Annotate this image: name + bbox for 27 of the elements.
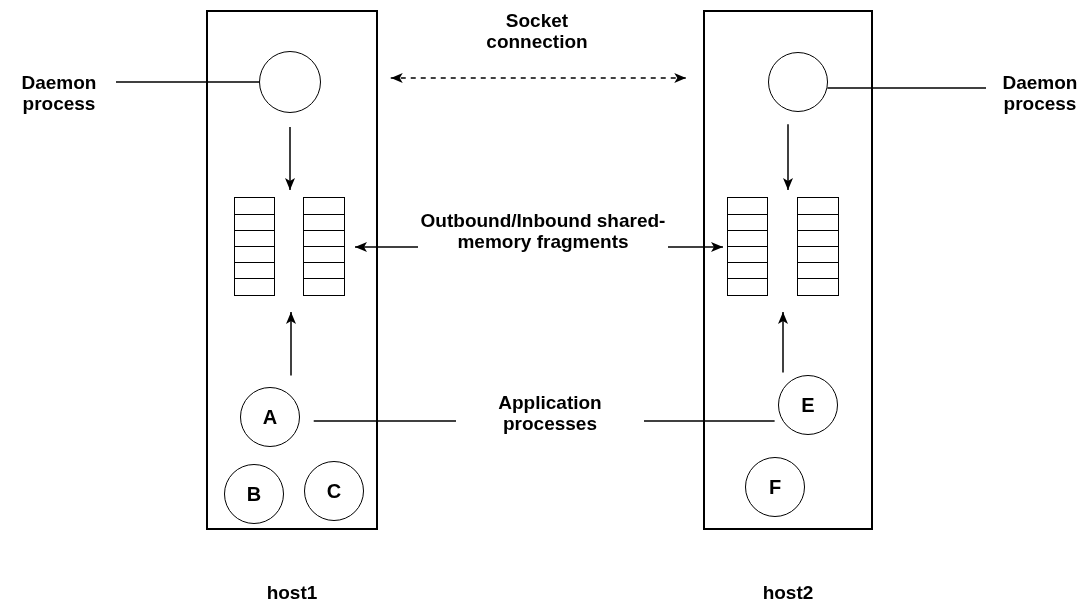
host-label: host1	[265, 582, 319, 603]
callout-text: Application processes	[470, 390, 630, 436]
arrow	[778, 311, 788, 374]
memory-queue	[797, 197, 839, 296]
arrow	[354, 242, 419, 252]
memory-queue	[234, 197, 275, 296]
memory-queue	[303, 197, 345, 296]
process-circle: F	[745, 457, 805, 517]
callout-text: Daemon process	[4, 70, 114, 116]
process-circle: B	[224, 464, 284, 524]
leader-line	[115, 81, 260, 83]
memory-queue	[727, 197, 768, 296]
process-circle: A	[240, 387, 300, 447]
leader-line	[643, 420, 776, 422]
leader-line	[313, 420, 457, 422]
arrow	[285, 126, 295, 191]
arrow	[667, 242, 724, 252]
host-label: host2	[761, 582, 815, 603]
callout-text: Daemon process	[990, 70, 1090, 116]
process-circle: C	[304, 461, 364, 521]
leader-line	[826, 87, 987, 89]
process-circle: E	[778, 375, 838, 435]
arrow	[783, 123, 793, 191]
callout-text: Outbound/Inbound shared-memory fragments	[420, 198, 666, 264]
arrow	[286, 311, 296, 377]
process-circle	[768, 52, 828, 112]
arrow	[390, 73, 687, 83]
